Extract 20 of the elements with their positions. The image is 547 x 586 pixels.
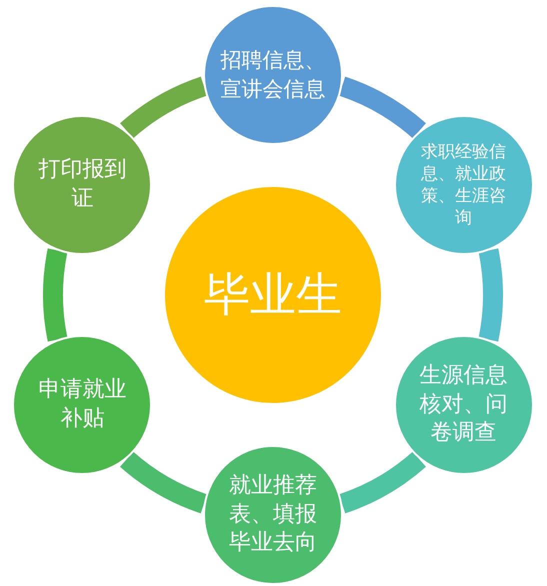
ring-arc [120, 76, 208, 139]
step-circle [203, 5, 343, 145]
step-circle [12, 335, 152, 475]
step-circle [203, 445, 343, 585]
ring-arc [338, 76, 426, 139]
step-circle [12, 115, 152, 255]
step-circle [394, 115, 534, 255]
step-circle [394, 335, 534, 475]
step-label: 就业推荐表、填报毕业去向 [228, 472, 318, 558]
ring-arc [338, 451, 426, 514]
ring-arc [120, 451, 208, 514]
step-label: 打印报到证 [37, 156, 128, 213]
step-label: 生源信息核对、问卷调查 [418, 362, 509, 448]
ring-arc [43, 248, 68, 342]
center-label: 毕业生 [203, 267, 343, 323]
center-circle [163, 185, 383, 405]
step-label: 申请就业补贴 [37, 376, 128, 433]
ring-arc [478, 248, 503, 342]
step-label: 求职经验信息、就业政策、生涯咨询 [420, 140, 508, 230]
step-label: 招聘信息、宣讲会信息 [220, 46, 326, 103]
